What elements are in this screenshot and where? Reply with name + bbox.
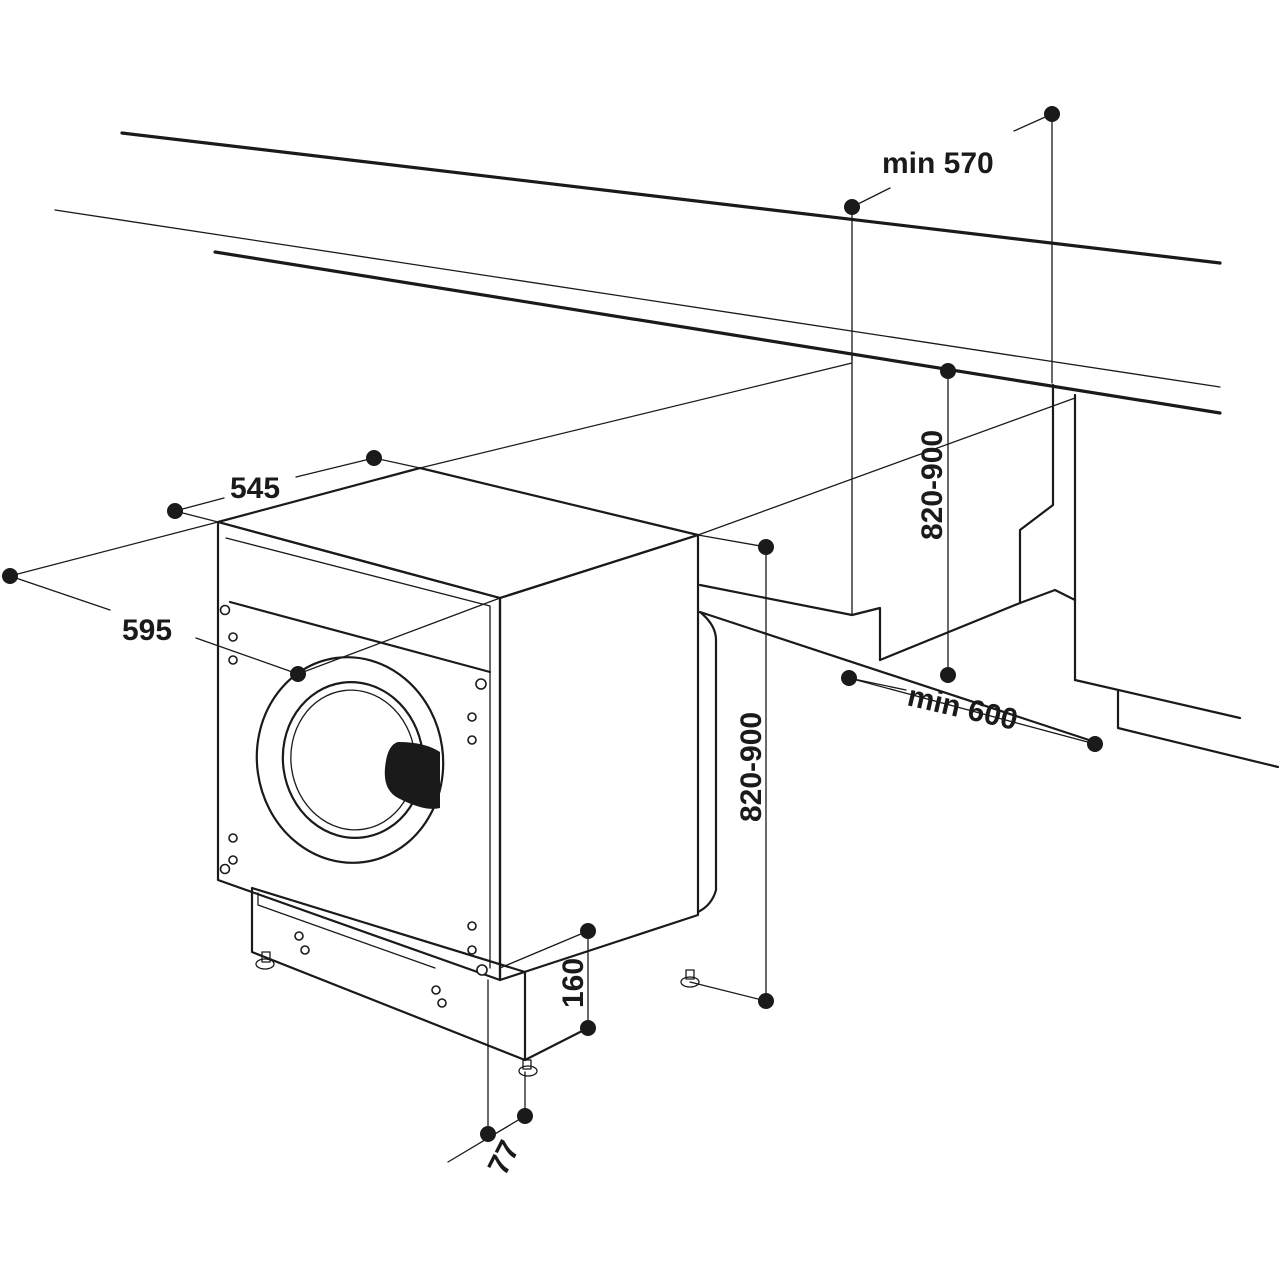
dim-endpoint (580, 1020, 596, 1036)
dim-endpoint (758, 539, 774, 555)
dim-line (9, 521, 219, 577)
side-panel-bottom-edge (1073, 678, 1242, 720)
screw-hole (437, 998, 447, 1008)
dim-endpoint (366, 450, 382, 466)
machine-front-inner-edge (225, 537, 491, 969)
cabinet-recess (698, 354, 1280, 769)
recess-floor-step (878, 588, 1077, 662)
control-panel-line (228, 600, 492, 674)
dim-line (174, 497, 225, 512)
machine-front (216, 520, 502, 982)
screw-hole (467, 735, 477, 745)
foot (518, 1065, 538, 1077)
door-handle (384, 742, 440, 809)
label-machine-height: 820-900 (735, 712, 768, 822)
screw-holes (219, 604, 488, 976)
dim-line (697, 397, 1076, 536)
screw-hole (219, 604, 231, 616)
screw-hole (219, 863, 231, 875)
machine-feet (255, 951, 700, 1077)
plinth-profile (1116, 688, 1280, 769)
dimension-lines (2, 106, 1103, 1163)
label-depth-545: 545 (230, 472, 280, 505)
dim-endpoint (940, 363, 956, 379)
dim-line (499, 930, 589, 969)
porthole-outer-ring (255, 656, 445, 864)
screw-hole (467, 921, 477, 931)
dim-endpoint (1044, 106, 1060, 122)
label-width-595: 595 (122, 614, 172, 647)
dim-line (848, 677, 1096, 745)
foot (685, 969, 695, 980)
door-hinge-seal (696, 610, 718, 914)
washing-machine (216, 466, 718, 1077)
dim-endpoint (758, 993, 774, 1009)
dimension-labels: min 570 820-900 min 600 545 595 820-900 … (122, 147, 1021, 1180)
dim-endpoint (167, 503, 183, 519)
screw-hole (476, 964, 488, 976)
dim-endpoint (841, 670, 857, 686)
dim-line (689, 981, 767, 1002)
screw-hole (431, 985, 441, 995)
screw-hole (228, 855, 238, 865)
dim-line (848, 677, 907, 691)
recess-floor-left (698, 583, 882, 662)
dim-line (297, 597, 501, 675)
dim-endpoint (844, 199, 860, 215)
machine-top (216, 466, 700, 600)
screw-hole (467, 712, 477, 722)
worktop-front-edge (213, 250, 1222, 415)
dim-line (195, 637, 299, 675)
recess-right-panel-profile (1018, 383, 1055, 605)
dim-line (697, 534, 767, 548)
label-recess-height: 820-900 (916, 430, 949, 540)
screw-hole (300, 945, 310, 955)
screw-hole (294, 931, 304, 941)
dim-endpoint (1087, 736, 1103, 752)
plinth-bottom-edge (523, 1026, 590, 1062)
worktop-lines (54, 131, 1222, 415)
label-setback-77: 77 (482, 1135, 527, 1180)
screw-hole (228, 632, 238, 642)
wall-top-line (120, 131, 1222, 265)
dim-endpoint (2, 568, 18, 584)
label-min-570: min 570 (882, 147, 994, 180)
foot (680, 976, 700, 988)
label-min-600: min 600 (904, 680, 1020, 737)
dim-line (9, 575, 111, 611)
plinth-holes (294, 931, 447, 1008)
foot (255, 958, 275, 970)
dim-line (295, 457, 375, 478)
dim-endpoint (517, 1108, 533, 1124)
dim-endpoint (480, 1126, 496, 1142)
plinth-inner-edge (257, 892, 436, 969)
screw-hole (228, 655, 238, 665)
screw-hole (467, 945, 477, 955)
foot (261, 951, 271, 963)
label-plinth-160: 160 (557, 958, 590, 1008)
dim-endpoint (580, 923, 596, 939)
screw-hole (475, 678, 487, 690)
dim-endpoint (940, 667, 956, 683)
foot (522, 1059, 532, 1070)
dim-line (419, 362, 853, 469)
dim-endpoint (290, 666, 306, 682)
worktop-back-edge (54, 209, 1221, 388)
machine-side (498, 533, 700, 982)
screw-hole (228, 833, 238, 843)
